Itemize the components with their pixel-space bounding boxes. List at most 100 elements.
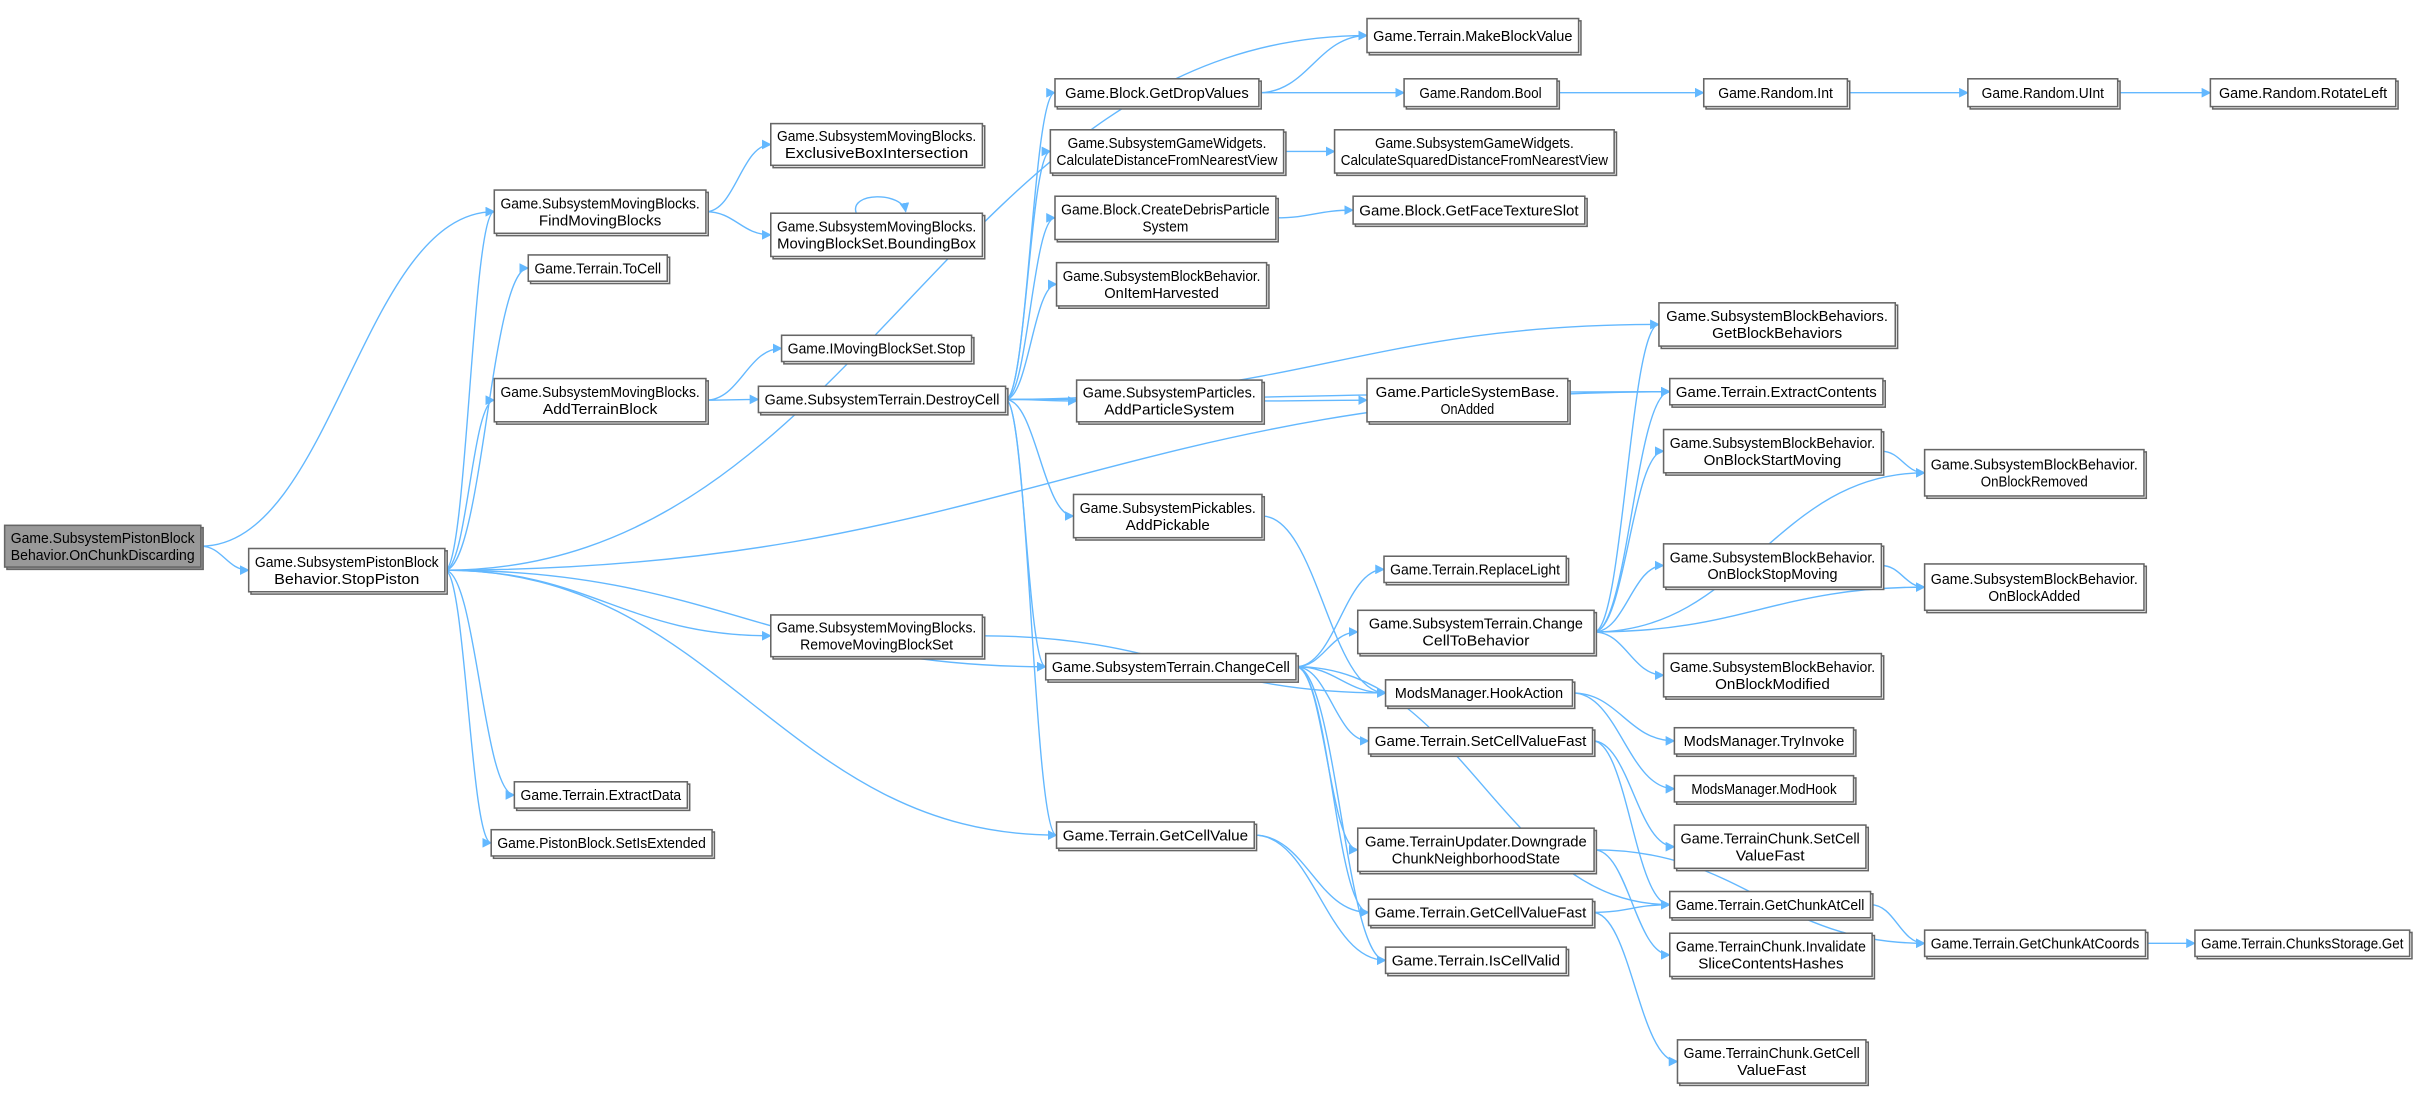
node-box xyxy=(1658,302,1897,347)
node-exclusiveBox[interactable]: Game.SubsystemMovingBlocks.ExclusiveBoxI… xyxy=(770,122,986,169)
node-label: ModsManager.TryInvoke xyxy=(1684,734,1845,750)
node-tryInvoke[interactable]: ModsManager.TryInvoke xyxy=(1673,726,1857,758)
node-box xyxy=(1384,946,1568,975)
edge-downgrade-to-invalidateSlice xyxy=(1594,849,1671,960)
node-label: Game.SubsystemTerrain.ChangeCell xyxy=(1052,660,1290,676)
node-box xyxy=(1054,195,1277,241)
node-addPickable[interactable]: Game.SubsystemPickables.AddPickable xyxy=(1072,493,1266,541)
node-box xyxy=(770,212,984,258)
node-psOnAdded[interactable]: Game.ParticleSystemBase.OnAdded xyxy=(1366,377,1571,425)
node-hookAction[interactable]: ModsManager.HookAction xyxy=(1384,679,1576,710)
node-randomInt[interactable]: Game.Random.Int xyxy=(1702,78,1851,110)
node-onBlockModified[interactable]: Game.SubsystemBlockBehavior.OnBlockModif… xyxy=(1662,652,1885,700)
node-box xyxy=(2194,929,2411,958)
node-chunksStorageGet[interactable]: Game.Terrain.ChunksStorage.Get xyxy=(2194,929,2413,960)
node-onBlockRemoved[interactable]: Game.SubsystemBlockBehavior.OnBlockRemov… xyxy=(1923,448,2148,500)
node-label: Game.Random.Int xyxy=(1718,86,1834,102)
node-findMoving[interactable]: Game.SubsystemMovingBlocks.FindMovingBlo… xyxy=(493,189,709,237)
node-invalidateSlice[interactable]: Game.TerrainChunk.InvalidateSliceContent… xyxy=(1668,932,1876,980)
node-label: OnBlockStopMoving xyxy=(1707,567,1837,583)
edge-destroyCell-to-createDebris xyxy=(1005,213,1056,401)
node-label: Game.SubsystemMovingBlocks. xyxy=(777,220,976,236)
node-boundingBox[interactable]: Game.SubsystemMovingBlocks.MovingBlockSe… xyxy=(770,212,986,260)
node-destroyCell[interactable]: Game.SubsystemTerrain.DestroyCell xyxy=(757,385,1009,416)
node-addParticleSystem[interactable]: Game.SubsystemParticles.AddParticleSyste… xyxy=(1075,379,1266,425)
node-stopPiston[interactable]: Game.SubsystemPistonBlockBehavior.StopPi… xyxy=(247,547,448,595)
node-label: Game.SubsystemBlockBehavior. xyxy=(1931,572,2138,588)
node-onBlockAdded[interactable]: Game.SubsystemBlockBehavior.OnBlockAdded xyxy=(1923,563,2148,614)
node-modHook[interactable]: ModsManager.ModHook xyxy=(1673,774,1857,805)
edge-setCellValueFast-to-chunkSetCellValueFast xyxy=(1592,740,1676,852)
node-onBlockStartMoving[interactable]: Game.SubsystemBlockBehavior.OnBlockStart… xyxy=(1662,428,1885,476)
node-label: Game.Terrain.ChunksStorage.Get xyxy=(2201,937,2404,953)
node-chunkGetCellValueFast[interactable]: Game.TerrainChunk.GetCellValueFast xyxy=(1676,1039,1870,1087)
nodes-layer: Game.SubsystemPistonBlockBehavior.OnChun… xyxy=(3,17,2413,1087)
node-getBlockBehaviors[interactable]: Game.SubsystemBlockBehaviors.GetBlockBeh… xyxy=(1658,302,1899,350)
edge-stopPiston-to-getCellValue xyxy=(444,569,1058,840)
node-root[interactable]: Game.SubsystemPistonBlockBehavior.OnChun… xyxy=(3,524,204,571)
node-box xyxy=(493,189,707,235)
node-randomUInt[interactable]: Game.Random.UInt xyxy=(1967,78,2121,110)
edge-stopPiston-to-setIsExtended xyxy=(444,569,493,848)
node-label: Game.Terrain.MakeBlockValue xyxy=(1373,29,1572,45)
node-label: Game.Terrain.ExtractContents xyxy=(1676,385,1877,401)
edge-hookAction-to-tryInvoke xyxy=(1572,692,1676,746)
node-label: AddParticleSystem xyxy=(1104,403,1234,419)
node-addTerrainBlock[interactable]: Game.SubsystemMovingBlocks.AddTerrainBlo… xyxy=(493,377,709,425)
node-removeMbs[interactable]: Game.SubsystemMovingBlocks.RemoveMovingB… xyxy=(770,614,986,660)
node-toCell[interactable]: Game.Terrain.ToCell xyxy=(527,254,671,285)
node-onItemHarvested[interactable]: Game.SubsystemBlockBehavior.OnItemHarves… xyxy=(1055,261,1270,310)
node-chunkSetCellValueFast[interactable]: Game.TerrainChunk.SetCellValueFast xyxy=(1673,824,1870,872)
node-getFaceTextureSlot[interactable]: Game.Block.GetFaceTextureSlot xyxy=(1352,195,1588,228)
edge-stopPiston-to-removeMbs xyxy=(444,569,772,641)
edge-changeCellToBehavior-to-onBlockModified xyxy=(1594,631,1665,681)
edge-root-to-stopPiston xyxy=(200,545,250,575)
node-label: Game.SubsystemGameWidgets. xyxy=(1375,136,1574,152)
edge-hookAction-to-modHook xyxy=(1572,692,1676,794)
node-label: Game.Block.CreateDebrisParticle xyxy=(1061,203,1270,219)
edge-getCellValueFast-to-chunkGetCellValueFast xyxy=(1592,911,1679,1067)
node-getDropValues[interactable]: Game.Block.GetDropValues xyxy=(1054,78,1262,110)
edge-addParticleSystem-to-psOnAdded xyxy=(1261,395,1368,406)
node-getChunkAtCell[interactable]: Game.Terrain.GetChunkAtCell xyxy=(1668,890,1874,921)
edge-changeCell-to-changeCellToBehavior xyxy=(1295,627,1359,668)
node-box xyxy=(1676,1039,1867,1084)
node-box xyxy=(513,781,689,809)
node-calcSqDist[interactable]: Game.SubsystemGameWidgets.CalculateSquar… xyxy=(1333,129,1618,177)
node-label: AddPickable xyxy=(1126,518,1210,534)
node-changeCellToBehavior[interactable]: Game.SubsystemTerrain.ChangeCellToBehavi… xyxy=(1356,609,1598,657)
node-label: CalculateSquaredDistanceFromNearestView xyxy=(1341,153,1608,169)
node-calcDist[interactable]: Game.SubsystemGameWidgets.CalculateDista… xyxy=(1049,129,1287,177)
node-box xyxy=(1072,493,1263,539)
node-label: ValueFast xyxy=(1737,1063,1807,1079)
node-box xyxy=(1367,898,1594,927)
node-label: Game.SubsystemMovingBlocks. xyxy=(777,621,976,637)
node-replaceLight[interactable]: Game.Terrain.ReplaceLight xyxy=(1383,555,1570,586)
node-label: Game.Block.GetDropValues xyxy=(1065,86,1249,102)
node-isCellValid[interactable]: Game.Terrain.IsCellValid xyxy=(1384,946,1570,977)
node-getChunkAtCoords[interactable]: Game.Terrain.GetChunkAtCoords xyxy=(1923,929,2149,960)
node-makeBlockValue[interactable]: Game.Terrain.MakeBlockValue xyxy=(1366,17,1582,56)
node-getCellValue[interactable]: Game.Terrain.GetCellValue xyxy=(1055,821,1258,852)
node-setCellValueFast[interactable]: Game.Terrain.SetCellValueFast xyxy=(1367,726,1596,758)
edge-changeCellToBehavior-to-onBlockStopMoving xyxy=(1594,560,1665,633)
node-downgrade[interactable]: Game.TerrainUpdater.DowngradeChunkNeighb… xyxy=(1356,827,1598,875)
node-changeCell[interactable]: Game.SubsystemTerrain.ChangeCell xyxy=(1044,652,1300,683)
edge-findMoving-to-boundingBox xyxy=(705,210,772,240)
node-getCellValueFast[interactable]: Game.Terrain.GetCellValueFast xyxy=(1367,898,1596,929)
node-extractData[interactable]: Game.Terrain.ExtractData xyxy=(513,781,691,812)
edge-addPickable-to-hookAction xyxy=(1261,515,1387,698)
node-randomBool[interactable]: Game.Random.Bool xyxy=(1403,78,1561,110)
node-setIsExtended[interactable]: Game.PistonBlock.SetIsExtended xyxy=(490,828,716,860)
node-label: Game.SubsystemGameWidgets. xyxy=(1068,136,1267,152)
node-box xyxy=(1366,377,1569,423)
node-box xyxy=(757,385,1007,414)
node-onBlockStopMoving[interactable]: Game.SubsystemBlockBehavior.OnBlockStopM… xyxy=(1662,543,1885,591)
node-imbsStop[interactable]: Game.IMovingBlockSet.Stop xyxy=(780,334,975,365)
node-box xyxy=(1384,679,1574,707)
node-extractContents[interactable]: Game.Terrain.ExtractContents xyxy=(1668,377,1887,408)
node-rotateLeft[interactable]: Game.Random.RotateLeft xyxy=(2209,78,2399,110)
node-label: System xyxy=(1142,220,1188,236)
node-box xyxy=(1366,17,1580,54)
